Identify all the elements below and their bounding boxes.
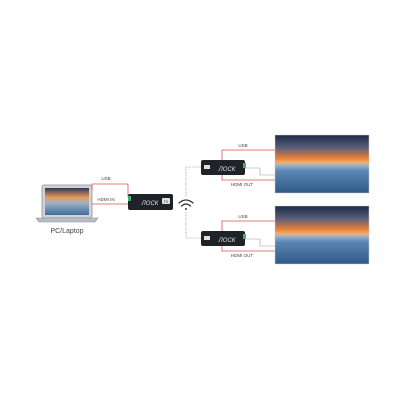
display-screen xyxy=(274,134,370,194)
laptop xyxy=(35,184,99,223)
usb-label-source: USB xyxy=(101,176,110,181)
receiver-bottom: ЛОСК xyxy=(201,220,275,252)
source-label: PC/Laptop xyxy=(50,228,83,235)
transmitter-badge: TX xyxy=(164,200,169,204)
usb-cable-rx2 xyxy=(221,220,275,231)
transmitter-unit: ЛОСК TX xyxy=(128,194,173,210)
source-cables xyxy=(91,183,129,205)
hdmi-cable-rx2 xyxy=(221,246,275,252)
wireless-link-top xyxy=(185,166,201,196)
display-bottom xyxy=(274,205,370,265)
transmitter-badge-box xyxy=(162,198,170,204)
wireless-link-bottom xyxy=(185,212,201,239)
display-screen xyxy=(274,205,370,265)
hdmi-cable-rx1 xyxy=(221,175,275,181)
laptop-screen xyxy=(45,188,89,215)
wifi-icon xyxy=(178,199,194,210)
transmitter-indicator xyxy=(128,196,131,201)
hdmi-in-label: HDMI IN xyxy=(97,197,114,202)
receiver-badge xyxy=(204,236,210,240)
receiver-body xyxy=(201,231,245,246)
laptop-base xyxy=(35,217,99,223)
receiver-indicator xyxy=(243,163,246,168)
hdmi-out-label-rx1: HDMI OUT xyxy=(231,182,253,187)
connector-rx1 xyxy=(245,167,275,176)
receiver-logo: ЛОСК xyxy=(218,238,236,244)
usb-cable-source xyxy=(91,183,129,197)
usb-label-rx1: USB xyxy=(238,143,247,148)
transmitter-logo: ЛОСК xyxy=(141,201,159,207)
receiver-indicator xyxy=(243,234,246,239)
usb-label-rx2: USB xyxy=(238,214,247,219)
receiver-logo: ЛОСК xyxy=(218,167,236,173)
receiver-badge xyxy=(204,165,210,169)
receiver-body xyxy=(201,160,245,175)
transmitter-body xyxy=(128,194,173,210)
receiver-top: ЛОСК xyxy=(201,149,275,181)
hdmi-out-label-rx2: HDMI OUT xyxy=(231,253,253,258)
usb-cable-rx1 xyxy=(221,149,275,160)
connector-rx2 xyxy=(245,238,275,247)
display-top xyxy=(274,134,370,194)
wireless-links xyxy=(185,166,201,239)
